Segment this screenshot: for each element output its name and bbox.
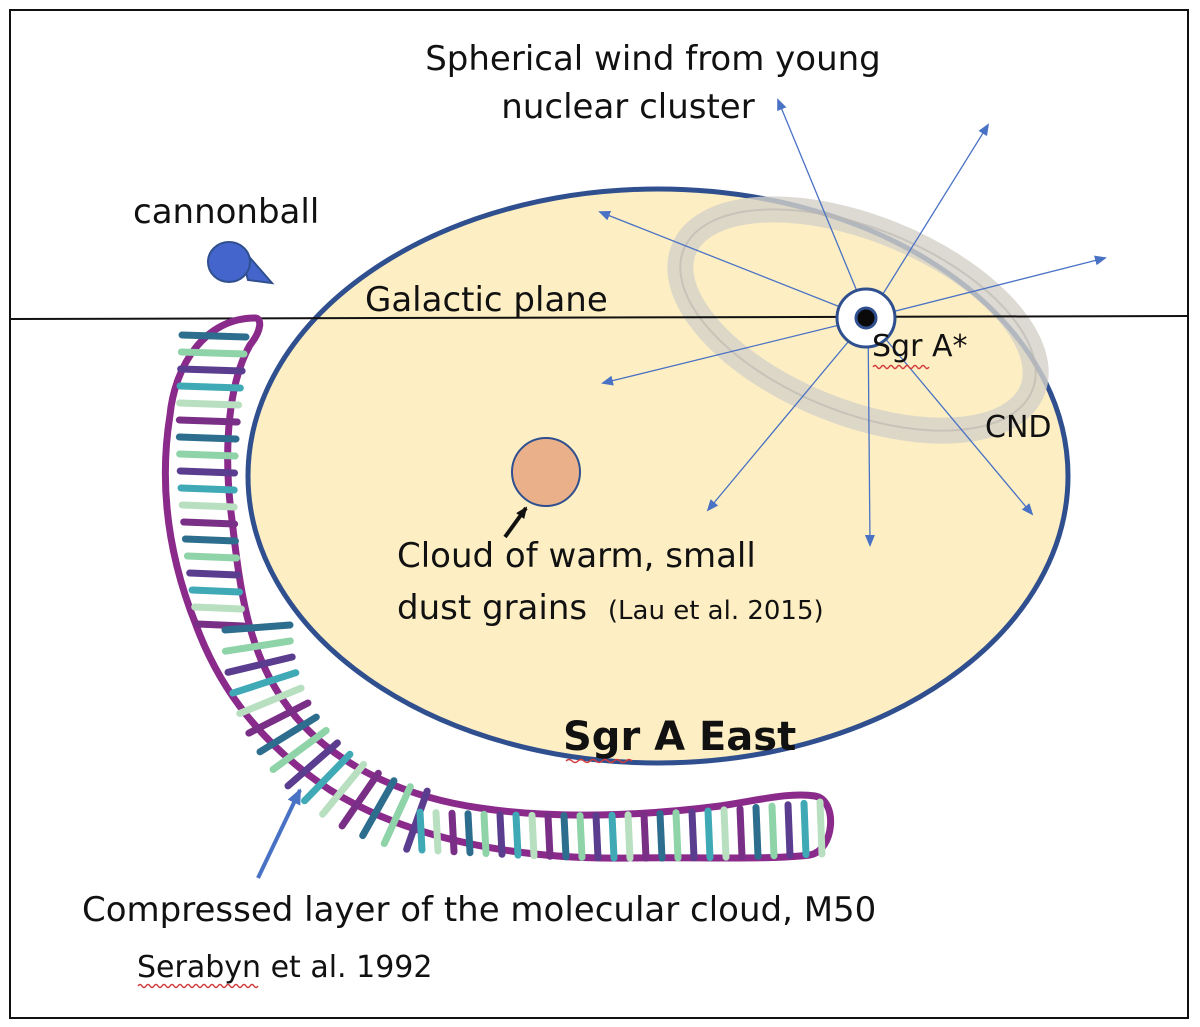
layer-rung [768, 802, 778, 860]
compressed-layer-label: Compressed layer of the molecular cloud,… [82, 890, 876, 930]
layer-rung [284, 739, 341, 790]
layer-rung [175, 416, 241, 426]
layer-rung [221, 637, 294, 655]
wind-arrow [601, 317, 869, 386]
cnd-ring [667, 196, 1049, 444]
wind-arrow [598, 211, 869, 319]
wind-label-line2: nuclear cluster [501, 87, 754, 127]
layer-rung [576, 812, 586, 861]
layer-rung [191, 603, 245, 613]
layer-rung [448, 809, 458, 856]
layer-rung [608, 811, 618, 862]
dust-cloud [511, 437, 581, 507]
spell-underline [137, 983, 259, 989]
layer-rung [177, 365, 246, 375]
compressed-layer-band [161, 314, 834, 862]
layer-rung [480, 810, 490, 857]
layer-rung [416, 808, 426, 854]
galactic-plane-label: Galactic plane [365, 280, 608, 320]
layer-rung [176, 467, 238, 477]
layer-rung [245, 699, 312, 737]
wind-arrow [706, 317, 869, 512]
layer-rung [656, 810, 666, 862]
layer-rung [672, 809, 682, 862]
layer-rung [688, 808, 698, 862]
layer-rung [544, 812, 554, 860]
layer-rung [359, 777, 398, 840]
cloud-label-line1: Cloud of warm, small [397, 536, 756, 576]
cloud-label-line2: dust grains (Lau et al. 2015) [397, 588, 824, 628]
layer-rung [720, 806, 730, 861]
sgr-a-star-core [854, 306, 878, 330]
cloud-label-main: dust grains [397, 588, 587, 628]
cannonball-shape [207, 241, 275, 285]
wind-arrow [777, 98, 869, 319]
spell-underline [872, 364, 930, 370]
layer-rung [229, 669, 300, 697]
layer-rung [560, 812, 570, 861]
layer-rung [178, 501, 238, 511]
layer-rung [380, 783, 414, 847]
layer-rung [496, 811, 506, 858]
layer-rung [183, 552, 240, 562]
cannonball-label: cannonball [133, 192, 319, 232]
serabyn-reference: Serabyn et al. 1992 [137, 950, 432, 985]
layer-rung [784, 801, 794, 859]
layer-rung [180, 518, 239, 528]
layer-rung [176, 450, 239, 460]
layer-rung [624, 811, 634, 862]
layer-rung [186, 569, 242, 579]
wind-arrow [867, 255, 1107, 319]
layer-rung [175, 433, 240, 443]
layer-rung [640, 810, 650, 862]
layer-rung [338, 769, 382, 830]
wind-arrow [864, 317, 875, 547]
dust-cloud-pointer [503, 506, 528, 539]
layer-rung [464, 810, 474, 857]
wind-label-line1: Spherical wind from young [425, 39, 881, 79]
layer-rung [800, 799, 810, 859]
layer-rung [752, 804, 762, 860]
spell-underline [565, 758, 633, 764]
layer-rung [704, 807, 714, 861]
layer-rung [178, 331, 250, 341]
layer-rung [177, 348, 248, 358]
layer-rung [512, 811, 522, 859]
wind-arrow [867, 123, 990, 319]
layer-rung [528, 811, 538, 860]
layer-rung [301, 750, 354, 805]
layer-rung [236, 684, 305, 717]
layer-rung [736, 805, 746, 861]
cnd-label: CND [985, 410, 1052, 445]
layer-rung [221, 621, 294, 634]
wind-arrow [867, 317, 1034, 516]
layer-rung [176, 382, 244, 392]
layer-rung [816, 798, 826, 858]
layer-rung [592, 812, 602, 862]
sgr-a-star-label: Sgr A* [872, 329, 967, 364]
compressed-layer-pointer [256, 788, 302, 879]
sgr-a-east-label: Sgr A East [563, 714, 796, 760]
layer-rung [181, 535, 239, 545]
layer-rung [256, 713, 320, 756]
cloud-label-ref: (Lau et al. 2015) [608, 596, 824, 626]
wind-arrows [598, 98, 1107, 547]
layer-rung [176, 399, 243, 409]
layer-rung [319, 760, 368, 818]
layer-rung [224, 653, 296, 676]
layer-rung [432, 809, 442, 855]
layer-rung [177, 484, 238, 494]
layer-rung [188, 586, 243, 596]
galactic-plane-line [9, 315, 1189, 320]
layer-rung [269, 727, 330, 773]
